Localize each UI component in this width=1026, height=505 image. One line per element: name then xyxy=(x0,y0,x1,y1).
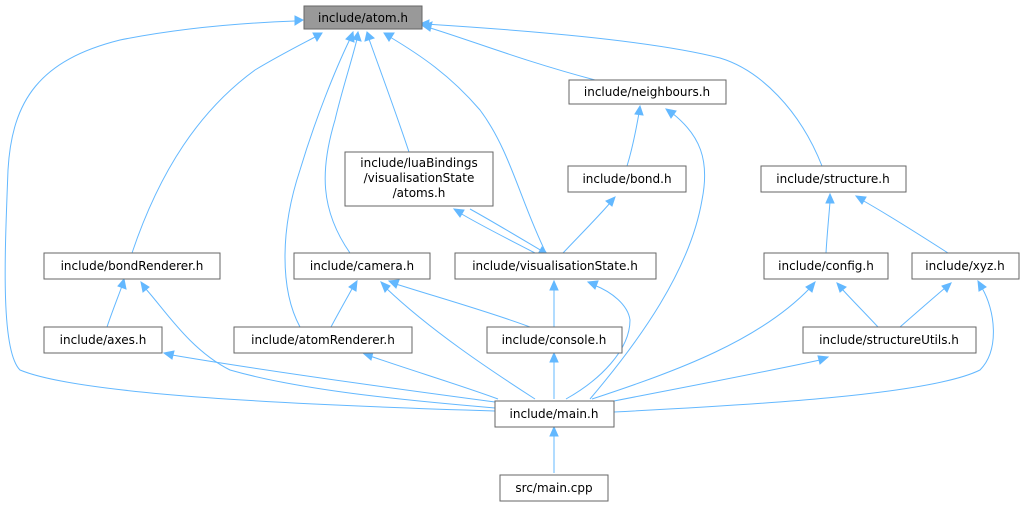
node-structure[interactable]: include/structure.h xyxy=(760,165,907,193)
edge-visualisationState-to-atom xyxy=(383,32,547,254)
node-bondRenderer-label: include/bondRenderer.h xyxy=(61,259,204,273)
node-atom[interactable]: include/atom.h xyxy=(303,5,423,30)
edge-structureUtils-to-xyz xyxy=(899,282,952,328)
node-atomRenderer-label: include/atomRenderer.h xyxy=(251,333,395,347)
node-xyz-label: include/xyz.h xyxy=(925,259,1004,273)
node-main-cpp[interactable]: src/main.cpp xyxy=(499,474,609,502)
node-visualisationState-label: include/visualisationState.h xyxy=(472,259,638,273)
node-neighbours[interactable]: include/neighbours.h xyxy=(568,79,727,105)
edge-structureUtils-to-config xyxy=(836,282,879,328)
edge-visualisationState-to-luaBindings xyxy=(452,208,536,254)
edge-bond-to-neighbours xyxy=(626,104,644,167)
edge-main-to-camera xyxy=(380,281,536,400)
edge-main-to-axes xyxy=(162,350,496,403)
edge-main-cpp-to-main xyxy=(549,425,559,473)
edge-axes-to-bondRenderer xyxy=(106,277,127,328)
node-atom-label: include/atom.h xyxy=(318,11,408,25)
node-luaBindings-atoms[interactable]: include/luaBindings /visualisationState … xyxy=(344,151,494,207)
node-main-h[interactable]: include/main.h xyxy=(494,400,615,428)
edge-camera-to-atom xyxy=(324,30,362,254)
edge-main-to-config xyxy=(591,280,816,400)
edge-console-to-camera xyxy=(387,279,531,328)
node-main-cpp-label: src/main.cpp xyxy=(515,481,592,495)
node-axes[interactable]: include/axes.h xyxy=(43,326,163,354)
edge-neighbours-to-atom xyxy=(421,21,596,81)
node-bond-label: include/bond.h xyxy=(582,172,671,186)
edge-bondRenderer-to-atom xyxy=(131,32,323,254)
node-console[interactable]: include/console.h xyxy=(486,326,623,354)
edge-main-to-atom xyxy=(4,15,496,412)
node-structure-label: include/structure.h xyxy=(776,172,889,186)
node-bondRenderer[interactable]: include/bondRenderer.h xyxy=(43,252,221,280)
node-luaBindings-label-line1: include/luaBindings xyxy=(360,156,477,170)
edge-main-to-console xyxy=(549,351,559,399)
edge-structure-to-atom xyxy=(418,19,823,167)
edge-visualisationState-to-bond xyxy=(562,196,616,254)
node-luaBindings-label-line2: /visualisationState xyxy=(364,171,475,185)
nodes: include/atom.h include/neighbours.h incl… xyxy=(43,5,1020,502)
edge-console-to-visualisationState xyxy=(549,279,559,327)
edge-xyz-to-structure xyxy=(854,195,949,254)
edge-luaBindings-to-atom xyxy=(364,31,410,153)
edge-main-to-visualisationState xyxy=(565,280,631,400)
edge-main-to-neighbours xyxy=(589,108,706,400)
node-visualisationState[interactable]: include/visualisationState.h xyxy=(454,252,657,280)
edge-main-to-structureUtils xyxy=(613,355,830,402)
node-luaBindings-label-line3: /atoms.h xyxy=(393,186,446,200)
node-axes-label: include/axes.h xyxy=(60,333,147,347)
edge-atomRenderer-to-camera xyxy=(330,279,358,328)
edge-main-to-xyz xyxy=(613,279,994,413)
node-bond[interactable]: include/bond.h xyxy=(567,165,687,193)
node-xyz[interactable]: include/xyz.h xyxy=(911,252,1020,280)
node-atomRenderer[interactable]: include/atomRenderer.h xyxy=(233,326,413,354)
node-config[interactable]: include/config.h xyxy=(763,252,889,280)
edge-main-to-atomRenderer xyxy=(361,351,499,400)
node-console-label: include/console.h xyxy=(502,333,607,347)
edges xyxy=(4,15,994,473)
edge-main-to-bondRenderer xyxy=(140,280,496,409)
node-structureUtils[interactable]: include/structureUtils.h xyxy=(802,326,977,354)
node-camera-label: include/camera.h xyxy=(310,259,414,273)
node-main-h-label: include/main.h xyxy=(510,407,599,421)
edge-config-to-structure xyxy=(825,192,835,254)
edge-atomRenderer-to-atom xyxy=(284,30,355,328)
node-config-label: include/config.h xyxy=(778,259,874,273)
node-structureUtils-label: include/structureUtils.h xyxy=(819,333,959,347)
node-camera[interactable]: include/camera.h xyxy=(293,252,431,280)
node-neighbours-label: include/neighbours.h xyxy=(584,85,710,99)
